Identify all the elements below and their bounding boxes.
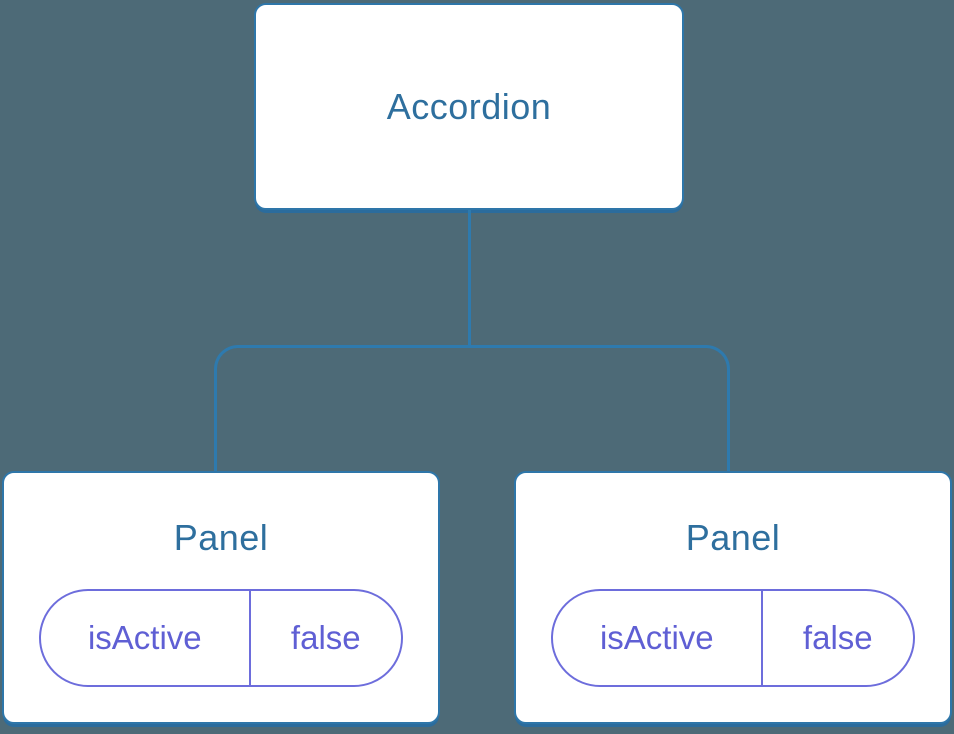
accordion-node-label: Accordion: [386, 85, 552, 127]
accordion-node: Accordion: [254, 3, 684, 210]
panel-node-label: Panel: [173, 517, 269, 558]
panel-node-2: Panel isActive false: [514, 471, 952, 724]
prop-name: isActive: [87, 619, 202, 656]
panel-node-label: Panel: [685, 517, 781, 558]
tree-connector-stem: [468, 210, 471, 347]
prop-badge: isActive false: [39, 589, 403, 687]
panel-node-1: Panel isActive false: [2, 471, 440, 724]
prop-value: false: [760, 591, 913, 685]
prop-badge: isActive false: [551, 589, 915, 687]
prop-value: false: [248, 591, 401, 685]
tree-connector-branch: [214, 345, 730, 472]
prop-name: isActive: [599, 619, 714, 656]
